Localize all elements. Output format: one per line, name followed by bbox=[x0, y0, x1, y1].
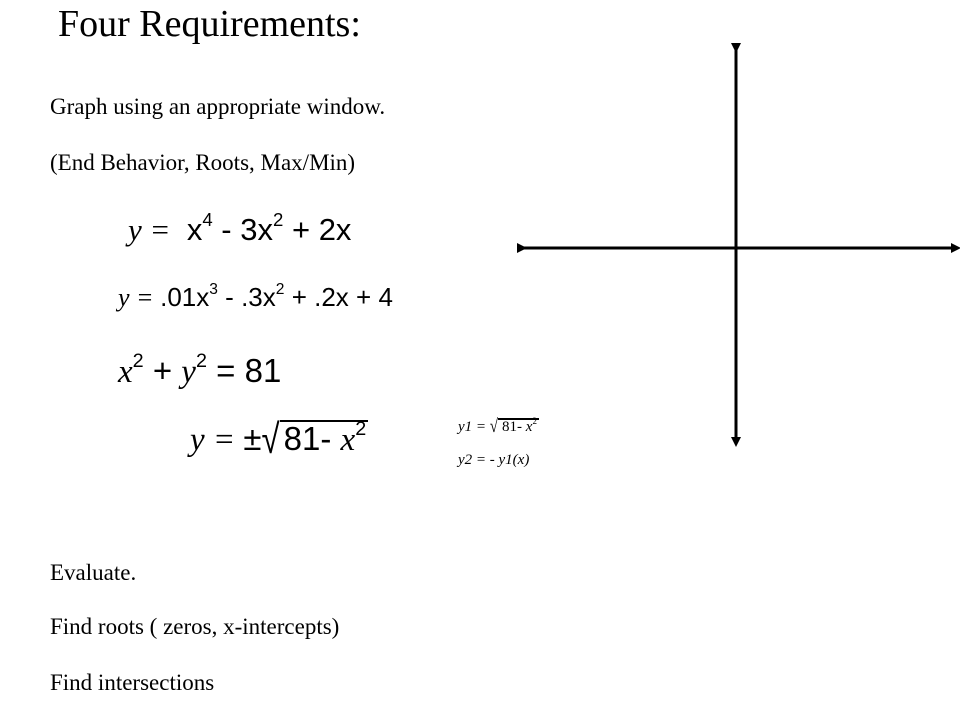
eq1-op1: - bbox=[221, 212, 232, 247]
eq2-term1: .01x bbox=[160, 282, 210, 312]
sqrt-icon: √ bbox=[489, 416, 499, 437]
requirement-graph-details: (End Behavior, Roots, Max/Min) bbox=[50, 150, 356, 175]
eq1-term3: 2x bbox=[318, 212, 352, 247]
eq2-exp2: 2 bbox=[275, 281, 285, 298]
eq1-term1: x bbox=[186, 212, 203, 247]
eq2-op3: + bbox=[356, 282, 372, 312]
eq2-op2: + bbox=[291, 282, 307, 312]
eq4-radical: 81- x2 bbox=[279, 418, 369, 458]
side-equation-y1: y1 = √81- x2 bbox=[458, 416, 539, 437]
eq3-op1: + bbox=[152, 352, 173, 389]
side1-exp: 2 bbox=[532, 416, 537, 426]
side1-radical: 81- x2 bbox=[498, 416, 539, 435]
eq1-lhs: y = bbox=[128, 212, 171, 247]
requirement-roots: Find roots ( zeros, x-intercepts) bbox=[50, 614, 340, 639]
side-equation-y2: y2 = - y1(x) bbox=[458, 452, 530, 468]
eq3-exp2: 2 bbox=[195, 350, 207, 372]
side1-x: x bbox=[525, 419, 533, 435]
eq4-radicand: 81- bbox=[283, 420, 332, 457]
equation-circle: x2 + y2 = 81 bbox=[118, 350, 282, 391]
page-title: Four Requirements: bbox=[58, 3, 361, 45]
eq2-lhs: y = bbox=[118, 283, 154, 312]
side1-radicand: 81- bbox=[502, 419, 523, 435]
requirement-graph: Graph using an appropriate window. bbox=[50, 94, 386, 119]
eq1-exp2: 2 bbox=[272, 209, 284, 230]
eq1-term2: 3x bbox=[240, 212, 273, 247]
eq4-x: x bbox=[340, 422, 356, 458]
eq2-exp1: 3 bbox=[209, 281, 218, 298]
sqrt-icon: √ bbox=[261, 415, 280, 462]
equation-cubic: y = .01x3 - .3x2 + .2x + 4 bbox=[118, 281, 393, 313]
requirement-intersections: Find intersections bbox=[50, 670, 215, 695]
eq1-exp1: 4 bbox=[202, 209, 213, 230]
eq3-rhs: 81 bbox=[244, 352, 282, 389]
eq2-term2: .3x bbox=[241, 282, 276, 312]
eq3-term1: x bbox=[118, 354, 133, 390]
eq2-op1: - bbox=[225, 282, 234, 312]
eq3-exp1: 2 bbox=[132, 350, 144, 372]
requirement-evaluate: Evaluate. bbox=[50, 560, 137, 585]
eq2-term4: 4 bbox=[378, 282, 393, 312]
equation-semicircle: y = ±√81- x2 bbox=[190, 415, 369, 462]
eq4-lhs: y = bbox=[190, 422, 236, 458]
eq3-term2: y bbox=[181, 354, 196, 390]
equation-quartic: y = x4 - 3x2 + 2x bbox=[128, 209, 352, 248]
eq1-op2: + bbox=[291, 212, 311, 247]
eq2-term3: .2x bbox=[314, 282, 349, 312]
eq4-plus-minus: ± bbox=[243, 420, 262, 457]
side1-lhs: y1 = bbox=[458, 419, 487, 435]
eq3-equals: = bbox=[216, 352, 236, 389]
eq4-exp: 2 bbox=[355, 418, 367, 440]
